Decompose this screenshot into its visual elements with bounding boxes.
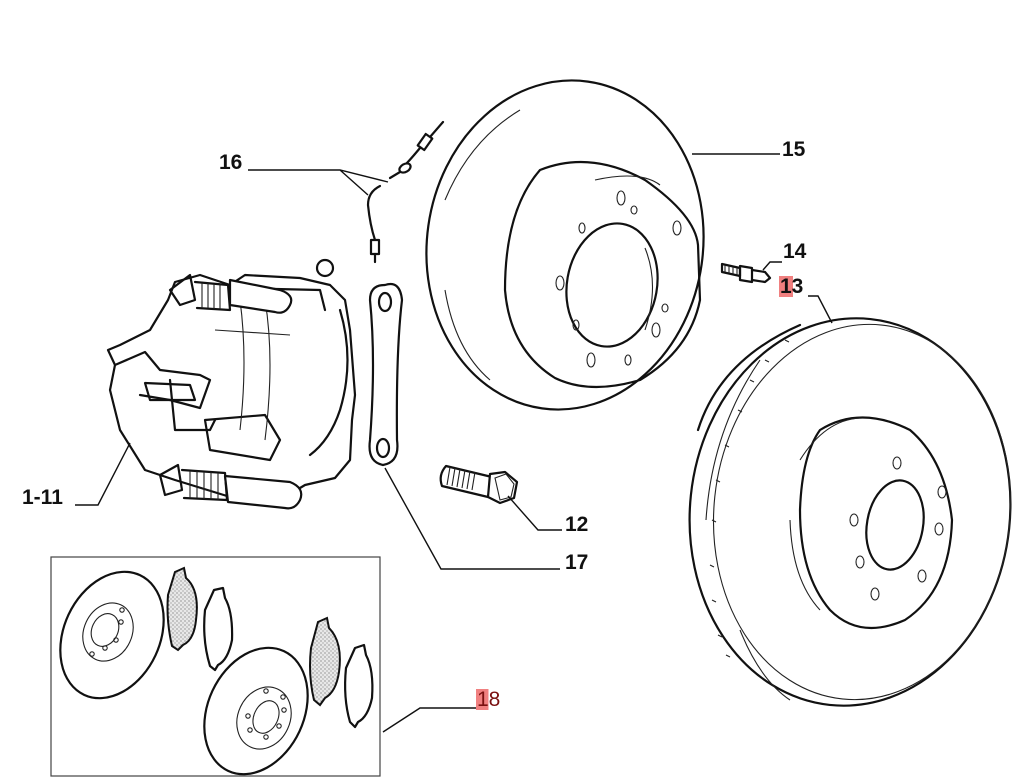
caliper-bolt — [439, 464, 519, 505]
leader-lines — [75, 153, 833, 733]
ventilated-brake-disc — [688, 317, 1012, 707]
callout-1-11: 1-11 — [22, 486, 63, 509]
link-plate — [368, 282, 404, 467]
callout-17: 17 — [565, 551, 589, 574]
leader-13 — [808, 295, 833, 324]
wear-sensor-cable — [366, 120, 445, 264]
leader-1-11 — [75, 442, 131, 506]
callout-13: 13 — [779, 275, 805, 298]
disc-pad-kit-inset — [50, 556, 381, 777]
vent-slots — [709, 339, 790, 658]
callout-15: 15 — [782, 138, 806, 161]
brake-caliper — [106, 258, 357, 510]
bleed-screw — [720, 262, 772, 284]
callout-16: 16 — [219, 151, 243, 174]
solid-brake-disc — [425, 79, 705, 411]
leader-14 — [762, 261, 782, 271]
leader-17 — [384, 467, 560, 570]
leader-18 — [382, 707, 478, 733]
leader-12 — [507, 495, 562, 531]
disc-15-bolt-holes — [555, 190, 682, 368]
callout-12: 12 — [565, 513, 589, 536]
leader-16 — [248, 169, 389, 196]
disc-13-bolt-holes — [849, 456, 947, 601]
callout-18: 18 — [476, 688, 502, 711]
callout-14: 14 — [783, 240, 807, 263]
